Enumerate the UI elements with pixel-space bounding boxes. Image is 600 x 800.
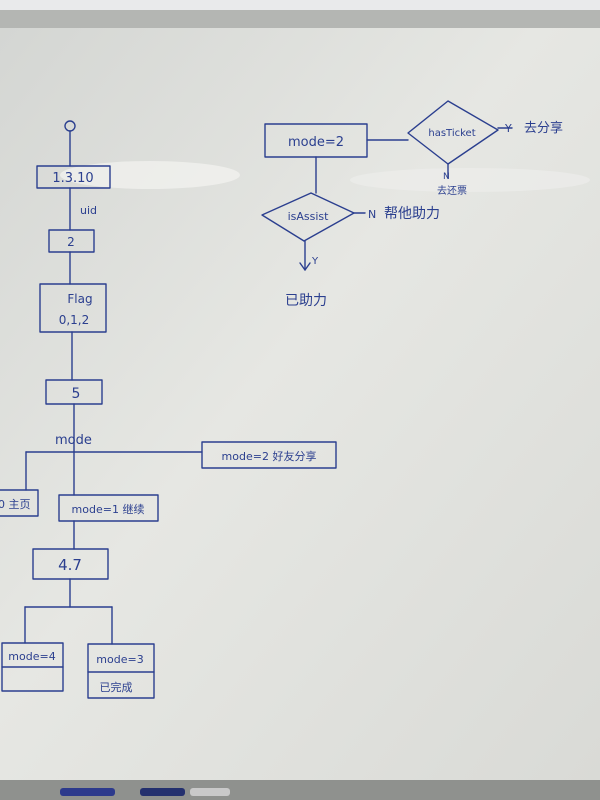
flag-text: Flag bbox=[67, 292, 92, 306]
mode2-share-text: mode=2 好友分享 bbox=[222, 449, 317, 463]
mode3-text: mode=3 bbox=[96, 653, 143, 666]
version-text: 1.3.10 bbox=[52, 171, 93, 186]
version47-text: 4.7 bbox=[58, 556, 82, 574]
y-label-top: Y bbox=[504, 122, 512, 135]
flag-box bbox=[39, 283, 107, 333]
arrow-head bbox=[299, 262, 311, 271]
assisted-text: 已助力 bbox=[285, 293, 327, 309]
mode1-text: mode=1 继续 bbox=[72, 502, 145, 516]
help-him-text: 帮他助力 bbox=[384, 206, 440, 222]
uid-label: uid bbox=[80, 204, 97, 217]
mode3-box bbox=[87, 643, 155, 699]
left-cut-text: 0 主页 bbox=[0, 498, 31, 511]
has-ticket-text: hasTicket bbox=[428, 128, 475, 139]
glare bbox=[60, 161, 240, 189]
mode-label: mode bbox=[55, 433, 92, 448]
n-label-top: N bbox=[443, 172, 450, 182]
step2-text: 2 bbox=[67, 235, 75, 249]
mode4-text: mode=4 bbox=[8, 650, 55, 663]
mode3-done-text: 已完成 bbox=[100, 680, 133, 694]
n-result-text: 去还票 bbox=[437, 185, 467, 197]
step5-text: 5 bbox=[72, 386, 81, 402]
marker-1 bbox=[60, 788, 115, 796]
step2-box bbox=[48, 229, 95, 253]
is-assist-text: isAssist bbox=[288, 210, 330, 223]
marker-3 bbox=[190, 788, 230, 796]
mode1-box bbox=[58, 494, 159, 522]
version-box bbox=[36, 165, 111, 189]
left-cut-box bbox=[0, 489, 39, 517]
mode2-text: mode=2 bbox=[288, 135, 344, 150]
mode2-share-box bbox=[201, 441, 337, 469]
has-ticket-diamond bbox=[407, 100, 499, 165]
flag-values-text: 0,1,2 bbox=[59, 313, 90, 327]
go-share-text: 去分享 bbox=[524, 120, 563, 136]
y-label-mid: Y bbox=[311, 256, 319, 267]
glare bbox=[350, 168, 590, 192]
marker-2 bbox=[140, 788, 185, 796]
n-label-mid: N bbox=[368, 208, 376, 221]
